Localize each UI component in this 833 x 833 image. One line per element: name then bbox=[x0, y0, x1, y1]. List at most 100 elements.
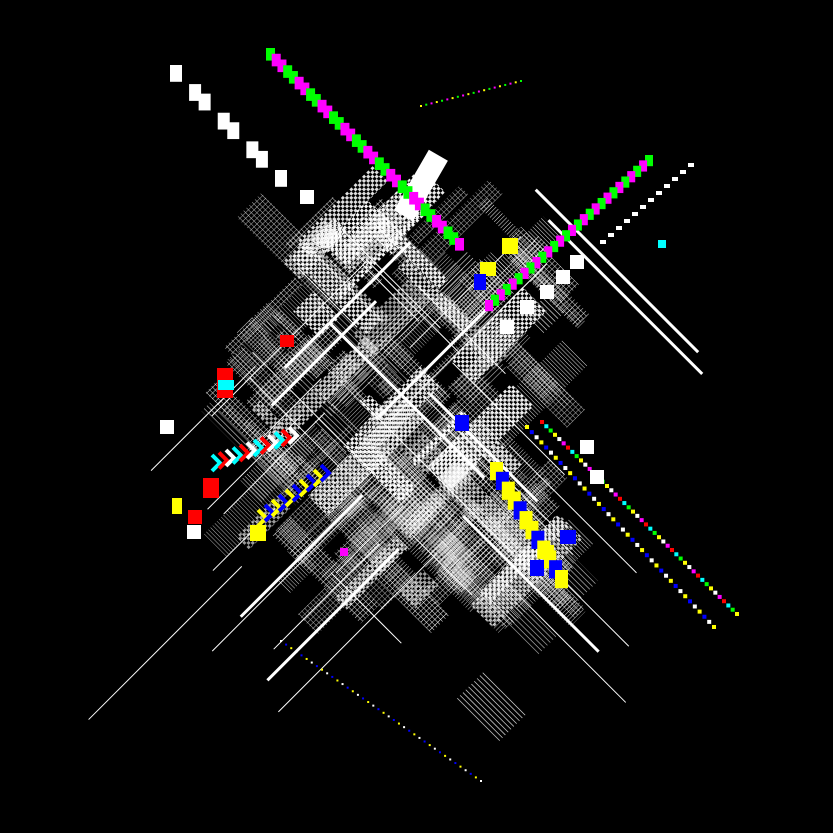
faint-dot-line-2 bbox=[295, 650, 298, 653]
mesh-line bbox=[270, 300, 378, 407]
green-magenta-strip-2 bbox=[579, 214, 588, 226]
green-magenta-strip-2 bbox=[603, 192, 612, 204]
color-dot-line bbox=[735, 612, 739, 616]
green-magenta-strip bbox=[363, 145, 373, 159]
mesh-line bbox=[409, 236, 522, 349]
faint-dot-line-2 bbox=[331, 675, 334, 678]
green-magenta-strip bbox=[340, 122, 350, 136]
color-dot-line-2 bbox=[692, 604, 697, 609]
color-dot-line bbox=[553, 432, 557, 437]
faint-dot-line-2 bbox=[397, 722, 400, 725]
yellow-blue-strip bbox=[555, 570, 568, 589]
white-block bbox=[556, 270, 570, 284]
green-magenta-strip-2 bbox=[609, 187, 618, 199]
color-dot-line-2 bbox=[592, 496, 597, 501]
mesh-line bbox=[341, 229, 441, 329]
faint-dot-line bbox=[420, 105, 422, 107]
green-magenta-strip bbox=[380, 163, 390, 176]
mesh-line bbox=[297, 267, 358, 328]
color-dot-line bbox=[574, 454, 579, 459]
mesh-line bbox=[150, 366, 256, 472]
color-dot-line bbox=[626, 505, 631, 510]
red-cyan-chevron bbox=[287, 426, 300, 445]
green-magenta-strip bbox=[449, 232, 459, 245]
red-cyan-chevron bbox=[259, 436, 272, 455]
color-block bbox=[474, 274, 486, 290]
color-dot-line-2 bbox=[654, 563, 659, 568]
color-block bbox=[530, 560, 544, 576]
green-magenta-strip bbox=[329, 111, 338, 124]
mesh-bar bbox=[483, 440, 523, 480]
color-dot-line-2 bbox=[712, 625, 716, 629]
red-cyan-chevron bbox=[252, 438, 265, 458]
color-dot-line bbox=[670, 548, 674, 552]
green-magenta-strip bbox=[432, 214, 442, 228]
white-dash bbox=[648, 198, 654, 202]
faint-dot-line bbox=[462, 94, 465, 97]
green-magenta-strip bbox=[288, 71, 298, 84]
white-dash bbox=[624, 219, 630, 223]
color-dot-line-2 bbox=[544, 445, 549, 450]
red-cyan-chevron bbox=[266, 433, 279, 453]
central-mesh-layer bbox=[88, 149, 704, 742]
white-block bbox=[300, 190, 314, 204]
green-magenta-strip bbox=[306, 88, 316, 101]
color-dot-line-2 bbox=[534, 435, 539, 440]
white-block bbox=[187, 525, 201, 539]
faint-dot-line-2 bbox=[336, 679, 339, 682]
faint-dot-line bbox=[441, 99, 444, 102]
color-dot-line bbox=[639, 518, 644, 523]
mesh-bar bbox=[337, 228, 376, 267]
green-magenta-strip bbox=[420, 203, 430, 217]
green-magenta-strip bbox=[317, 99, 327, 113]
white-arrow-strip bbox=[255, 150, 268, 168]
faint-dot-line-2 bbox=[480, 780, 482, 782]
mesh-bar bbox=[278, 553, 318, 594]
color-dot-line bbox=[683, 560, 687, 565]
color-dot-line bbox=[609, 488, 614, 493]
mesh-bar bbox=[235, 315, 306, 386]
mesh-line bbox=[508, 445, 637, 574]
color-dot-line-2 bbox=[525, 425, 529, 429]
color-dot-line-2 bbox=[611, 517, 616, 522]
color-dot-line bbox=[605, 484, 609, 488]
mesh-line bbox=[273, 543, 380, 650]
green-magenta-strip bbox=[455, 238, 464, 251]
white-arrow-strip bbox=[246, 141, 259, 159]
faint-dot-line bbox=[504, 83, 507, 86]
mesh-bar bbox=[394, 374, 506, 486]
green-magenta-strip-2 bbox=[508, 278, 517, 290]
color-dot-line-2 bbox=[664, 573, 669, 578]
faint-dot-line-2 bbox=[444, 754, 447, 757]
color-dot-line bbox=[674, 552, 679, 557]
white-block bbox=[590, 470, 604, 484]
faint-dot-line-2 bbox=[300, 654, 303, 657]
mesh-line bbox=[327, 321, 486, 479]
white-block bbox=[580, 440, 594, 454]
green-magenta-strip bbox=[283, 65, 293, 78]
green-magenta-strip bbox=[346, 128, 356, 142]
white-dash bbox=[608, 233, 614, 237]
color-dot-line-2 bbox=[568, 471, 573, 476]
color-block bbox=[480, 262, 496, 276]
color-dot-line bbox=[583, 462, 588, 467]
green-magenta-strip-2 bbox=[627, 171, 636, 183]
color-dot-line bbox=[691, 569, 696, 574]
color-block bbox=[188, 510, 202, 524]
faint-dot-line bbox=[488, 87, 491, 90]
white-arrow-strip bbox=[189, 84, 202, 101]
faint-dot-line-2 bbox=[413, 733, 416, 736]
white-dash bbox=[600, 240, 606, 244]
color-dot-line-2 bbox=[587, 491, 592, 496]
faint-dot-line-2 bbox=[377, 708, 380, 711]
mesh-line bbox=[534, 188, 700, 354]
mesh-line bbox=[452, 362, 565, 476]
color-dot-line-2 bbox=[702, 614, 707, 619]
green-magenta-strip bbox=[403, 186, 413, 199]
green-magenta-strip bbox=[369, 151, 379, 165]
color-dot-line bbox=[726, 603, 731, 608]
color-dot-line-2 bbox=[582, 486, 587, 491]
green-magenta-strip-2 bbox=[615, 181, 624, 194]
mesh-bar bbox=[357, 263, 383, 289]
color-dot-line-2 bbox=[683, 594, 688, 599]
